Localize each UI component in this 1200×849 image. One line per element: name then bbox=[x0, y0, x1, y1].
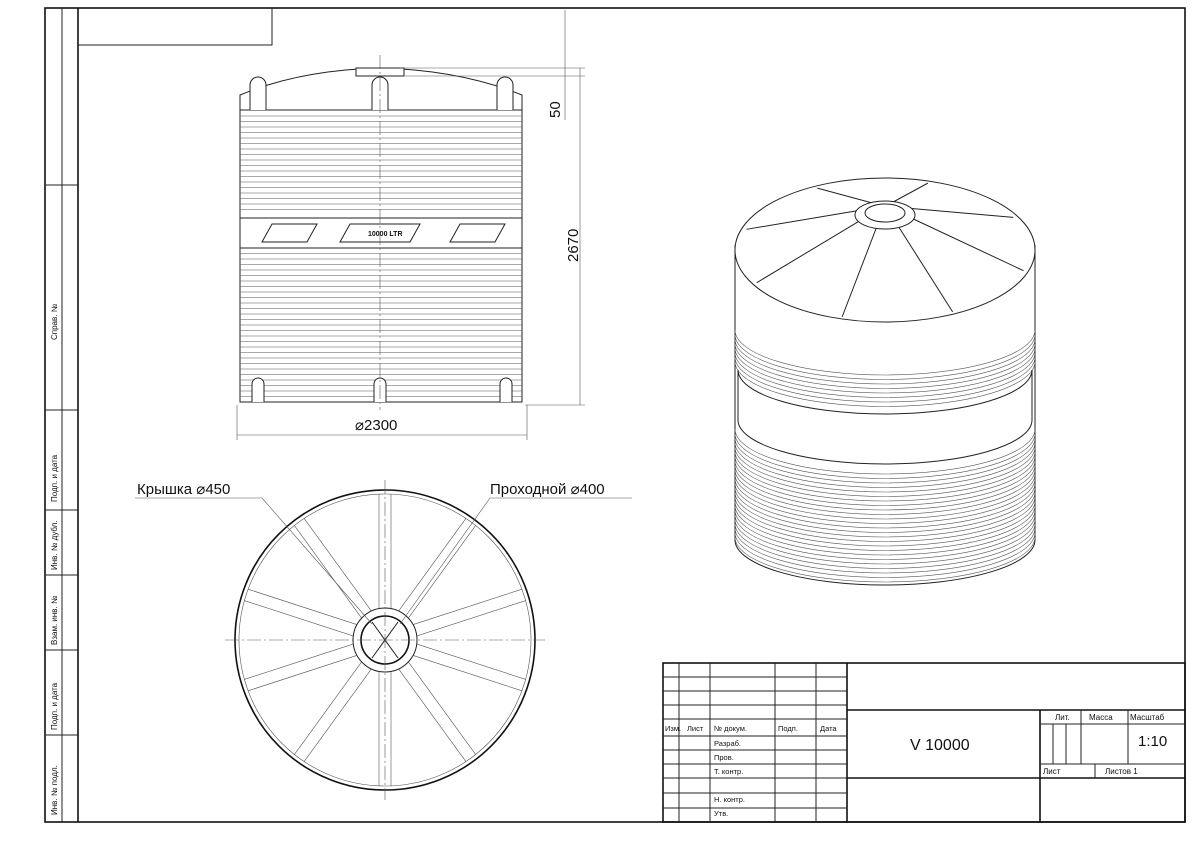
side-labels: Справ. № Подп. и дата Инв. № дубл. Взам.… bbox=[50, 303, 59, 815]
iso-roof-rib bbox=[893, 182, 929, 203]
roof-rib bbox=[417, 600, 526, 637]
iso-roof-rib bbox=[913, 218, 1024, 272]
side-label-sprav: Справ. № bbox=[50, 303, 59, 340]
iso-rib bbox=[734, 523, 1036, 569]
roof-rib bbox=[413, 588, 523, 625]
role-razrab: Разраб. bbox=[714, 739, 741, 748]
mass-label: Масса bbox=[1089, 713, 1113, 722]
iso-rib bbox=[734, 532, 1036, 578]
side-label-podp-data-2: Подп. и дата bbox=[50, 682, 59, 730]
lid-label: Крышка ⌀450 bbox=[137, 481, 230, 498]
roof-rib bbox=[303, 669, 372, 762]
roof-rib bbox=[247, 655, 357, 692]
manhole-label: Проходной ⌀400 bbox=[490, 481, 605, 498]
lit-label: Лит. bbox=[1055, 713, 1070, 722]
iso-rib bbox=[734, 478, 1036, 524]
dim-diameter: ⌀2300 bbox=[355, 417, 397, 434]
iso-rib bbox=[734, 433, 1036, 479]
band-text: 10000 LTR bbox=[368, 231, 403, 238]
dimensions: 50 2670 ⌀2300 bbox=[236, 10, 585, 440]
roof-rib bbox=[413, 655, 523, 692]
iso-rib bbox=[734, 361, 1036, 407]
side-label-vzam-inv: Взам. инв. № bbox=[50, 595, 59, 645]
roof-rib bbox=[294, 662, 362, 755]
isometric-view bbox=[734, 177, 1036, 586]
iso-rib bbox=[734, 451, 1036, 497]
iso-rib bbox=[734, 505, 1036, 551]
iso-rib bbox=[734, 329, 1036, 376]
roof-rib bbox=[408, 525, 476, 618]
iso-rib bbox=[734, 518, 1036, 565]
roof-rib bbox=[417, 643, 526, 680]
role-prov: Пров. bbox=[714, 753, 734, 762]
dim-top: 50 bbox=[547, 101, 564, 118]
side-label-inv-dubl: Инв. № дубл. bbox=[50, 520, 59, 570]
iso-rib bbox=[734, 352, 1036, 398]
header-date: Дата bbox=[820, 724, 837, 733]
iso-rib bbox=[734, 469, 1036, 515]
roof-rib bbox=[247, 588, 357, 625]
iso-roof-rib bbox=[898, 227, 954, 313]
role-nkontr: Н. контр. bbox=[714, 795, 745, 804]
iso-roof-rib bbox=[756, 221, 859, 284]
iso-roof-rib bbox=[817, 187, 872, 204]
iso-rib bbox=[734, 473, 1036, 520]
sheet-label: Лист bbox=[1043, 767, 1061, 776]
roof-rib bbox=[398, 669, 467, 762]
roof-rib bbox=[398, 518, 467, 611]
header-doc: № докум. bbox=[714, 724, 747, 733]
roof-rib bbox=[294, 525, 362, 618]
iso-rib bbox=[734, 442, 1036, 488]
dim-height: 2670 bbox=[565, 229, 582, 262]
iso-rib bbox=[734, 496, 1036, 542]
roof-rib bbox=[303, 518, 372, 611]
roof-rib bbox=[408, 662, 476, 755]
title-block: Изм. Лист № докум. Подп. Дата Разраб. Пр… bbox=[662, 662, 1186, 823]
iso-rib bbox=[734, 536, 1036, 583]
header-list: Лист bbox=[687, 724, 704, 733]
iso-rib bbox=[734, 437, 1036, 484]
roof-rib bbox=[244, 643, 353, 680]
side-label-podp-data-1: Подп. и дата bbox=[50, 454, 59, 502]
iso-roof-rib bbox=[911, 207, 1014, 218]
iso-rib bbox=[734, 527, 1036, 574]
iso-rib bbox=[734, 509, 1036, 556]
iso-rib bbox=[734, 460, 1036, 506]
iso-rib bbox=[734, 455, 1036, 502]
iso-rib bbox=[734, 514, 1036, 560]
iso-rib bbox=[734, 482, 1036, 529]
designation: V 10000 bbox=[910, 737, 970, 754]
roof-rib bbox=[244, 600, 353, 637]
iso-rib bbox=[734, 487, 1036, 533]
iso-rib bbox=[734, 428, 1036, 475]
scale-label: Масштаб bbox=[1130, 713, 1165, 722]
iso-roof-rib bbox=[841, 228, 877, 318]
iso-rib bbox=[734, 491, 1036, 538]
iso-rib bbox=[734, 338, 1036, 385]
iso-rib bbox=[734, 464, 1036, 511]
sheets-label: Листов 1 bbox=[1105, 767, 1138, 776]
top-view: Крышка ⌀450 Проходной ⌀400 bbox=[135, 480, 632, 800]
iso-rib bbox=[734, 356, 1036, 403]
iso-rib bbox=[734, 347, 1036, 394]
role-tkontr: Т. контр. bbox=[714, 767, 743, 776]
tank-ribs bbox=[240, 115, 522, 397]
header-sign: Подп. bbox=[778, 724, 798, 733]
header-izm: Изм. bbox=[665, 724, 681, 733]
scale-value: 1:10 bbox=[1138, 733, 1167, 750]
iso-rib bbox=[734, 446, 1036, 493]
iso-rib bbox=[734, 343, 1036, 389]
iso-rib bbox=[734, 334, 1036, 380]
role-utv: Утв. bbox=[714, 809, 728, 818]
side-label-inv-podl: Инв. № подл. bbox=[50, 765, 59, 815]
sheet-frame bbox=[44, 7, 1186, 823]
iso-roof-rib bbox=[746, 210, 857, 230]
label-band bbox=[239, 217, 523, 249]
front-view: 10000 LTR bbox=[239, 55, 523, 410]
iso-rib bbox=[734, 500, 1036, 547]
